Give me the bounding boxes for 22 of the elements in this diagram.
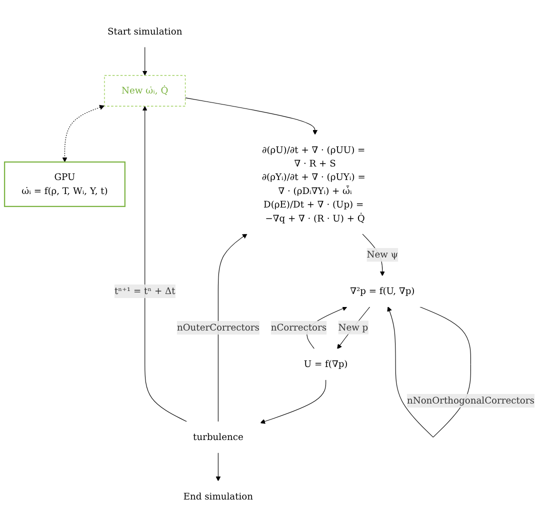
node-text: Start simulation — [108, 26, 182, 37]
arrow — [142, 106, 188, 422]
node-text: U = f(∇p) — [304, 358, 348, 370]
edge-label: nOuterCorrectors — [176, 322, 260, 333]
edge-label: tⁿ⁺¹ = tⁿ + Δt — [114, 286, 176, 296]
arrow — [218, 234, 248, 422]
arrow — [216, 452, 221, 482]
node-text: End simulation — [183, 490, 254, 502]
edge-label: nCorrectors — [270, 322, 327, 333]
edge-label: nNonOrthogonalCorrectors — [406, 395, 534, 406]
node-text: turbulence — [193, 432, 244, 442]
arrow — [184, 98, 318, 135]
edge-label: New p — [338, 322, 368, 333]
node-box: GPU ω̇ᵢ = f(ρ, T, Wᵢ, Y, t) — [4, 161, 126, 208]
arrow — [62, 105, 104, 162]
arrow — [142, 46, 148, 76]
node-text: ∂(ρU)/∂t + ∇ · (ρUU) = ∇ · R + S ∂(ρYᵢ)/∂t + ∇ · (ρUYᵢ) = ∇ · (ρDᵢ∇Yᵢ) + ω̇̄ᵢ D(ρE)/Dt + ∇ · (Up) = −∇q + ∇ · (R · U) + Q̇ — [262, 144, 366, 224]
arrow — [260, 379, 326, 424]
node-text: ∇²p = f(U, ∇p) — [350, 286, 415, 296]
arrow — [337, 306, 370, 350]
edge-label: New ψ — [366, 249, 398, 260]
node-box: New ω̇ᵢ, Q̇ — [104, 75, 186, 106]
